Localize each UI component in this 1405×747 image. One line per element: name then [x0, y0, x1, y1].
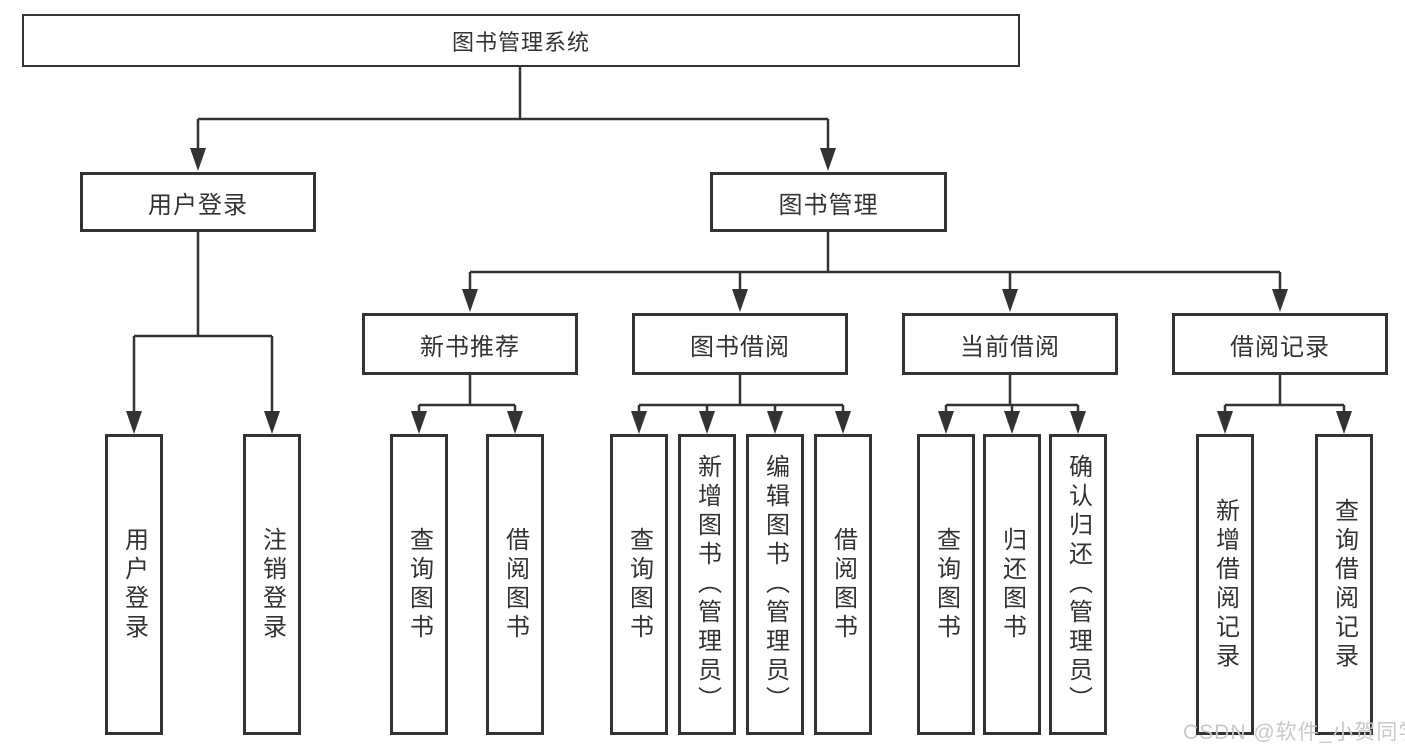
node-user-login: 用户登录 [80, 172, 316, 232]
edge-currentborrow-to-leaves [944, 375, 1080, 416]
leaf-add-borrow-record: 新增借阅记录 [1196, 434, 1254, 735]
edge-newbook-to-leaves [417, 375, 517, 416]
leaf-borrow-query-books: 查询图书 [610, 434, 668, 735]
edge-root-to-level2 [196, 67, 830, 153]
node-borrow-records: 借阅记录 [1172, 313, 1388, 375]
leaf-confirm-return-admin: 确认归还（管理员） [1049, 434, 1107, 735]
leaf-add-book-admin: 新增图书（管理员） [678, 434, 736, 735]
leaf-current-query-books: 查询图书 [917, 434, 975, 735]
leaf-user-login: 用户登录 [105, 434, 163, 735]
leaf-edit-book-admin: 编辑图书（管理员） [746, 434, 804, 735]
edge-bookmgmt-to-modules [468, 232, 1282, 294]
connector-edges [132, 67, 1346, 416]
edge-borrowrecord-to-leaves [1223, 375, 1346, 416]
leaf-recommend-query-books: 查询图书 [390, 434, 448, 735]
leaf-borrow-books: 借阅图书 [814, 434, 872, 735]
edge-bookborrow-to-leaves [637, 375, 845, 416]
watermark: CSDN @软件_小贺同学 [1183, 721, 1405, 744]
node-current-borrow: 当前借阅 [902, 313, 1118, 375]
leaf-logout: 注销登录 [243, 434, 301, 735]
node-new-book-recommend: 新书推荐 [362, 313, 578, 375]
leaf-recommend-borrow-books: 借阅图书 [486, 434, 544, 735]
edge-userlogin-to-leaves [132, 232, 274, 416]
node-system-root: 图书管理系统 [22, 14, 1020, 67]
leaf-return-books: 归还图书 [983, 434, 1041, 735]
node-book-management: 图书管理 [710, 172, 947, 232]
node-book-borrow: 图书借阅 [632, 313, 848, 375]
leaf-query-borrow-record: 查询借阅记录 [1315, 434, 1373, 735]
connector-arrowheads [126, 148, 1352, 434]
